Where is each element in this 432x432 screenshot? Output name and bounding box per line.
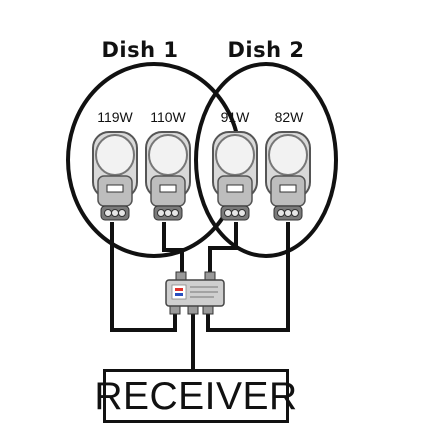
lnb-label-82w: 82W [274, 109, 304, 125]
cable-91w [208, 222, 238, 276]
dish-2-title: Dish 2 [227, 38, 305, 62]
lnb-110w [145, 131, 191, 221]
lnb-label-110w: 110W [150, 109, 186, 125]
lnb-label-119w: 119W [97, 109, 133, 125]
lnb-91w [212, 131, 258, 221]
cable-119w [110, 222, 177, 332]
lnb-119w [92, 131, 138, 221]
receiver-box: RECEIVER [94, 369, 297, 423]
multiswitch [165, 271, 225, 315]
dish-1-title: Dish 1 [101, 38, 179, 62]
receiver-label: RECEIVER [94, 374, 298, 418]
cable-82w [206, 222, 290, 332]
cable-110w [162, 222, 184, 276]
lnb-label-91w: 91W [220, 109, 250, 125]
lnb-82w [265, 131, 311, 221]
dish-2-outline [194, 62, 338, 258]
